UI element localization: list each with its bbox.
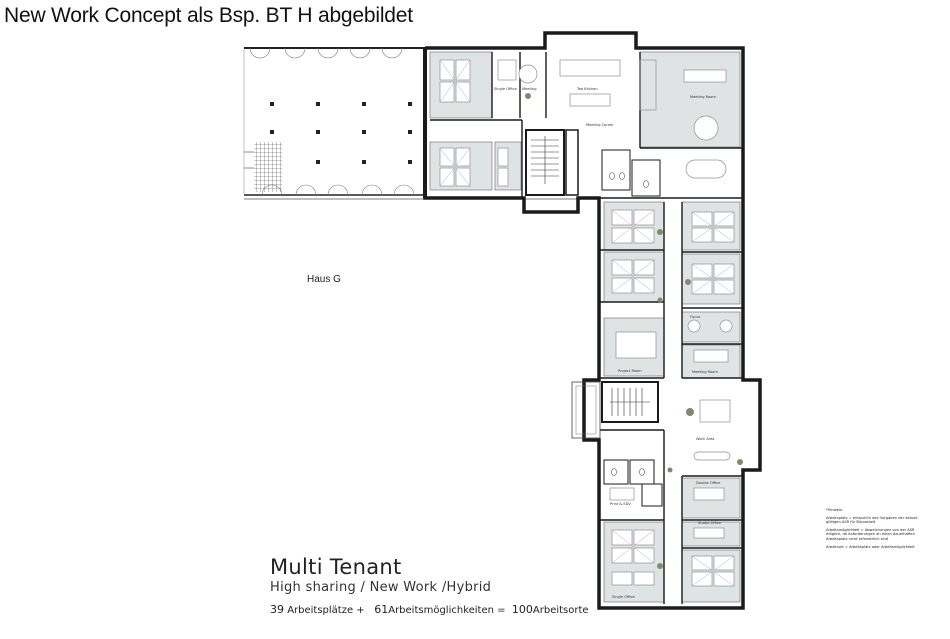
caption-block: Multi Tenant High sharing / New Work /Hy… <box>270 555 589 616</box>
label-meeting-room: Meeting Room <box>690 95 716 99</box>
footnote-heading: *Hinweis: <box>826 508 844 512</box>
label-work-area: Work Area <box>696 437 715 441</box>
label-double-office: Double Office <box>696 481 721 485</box>
footnote-item: Arbeitsplatz = entspricht den Vorgaben d… <box>826 515 918 525</box>
options-count: 61 <box>374 603 389 616</box>
workplaces-label: Arbeitsplätze + <box>287 605 365 616</box>
stair-core-upper <box>525 129 579 196</box>
wc-blocks <box>601 149 663 507</box>
interior-walls <box>430 52 743 604</box>
caption-title: Multi Tenant <box>270 555 402 579</box>
haus-g-wing <box>243 47 600 200</box>
label-studio-office: Studio Office <box>698 521 722 525</box>
workplaces-count: 39 <box>270 603 284 616</box>
label-project-room: Project Room <box>618 369 642 373</box>
label-focus: Focus <box>690 315 700 319</box>
furniture <box>439 59 735 587</box>
options-label: Arbeitsmöglichkeiten = <box>388 605 506 616</box>
total-count: 100 <box>511 603 533 616</box>
label-single-office-2: Single Office <box>612 595 635 599</box>
building-label: Haus G <box>307 274 341 285</box>
label-print-edv: Print & EDV <box>610 502 631 506</box>
total-label: Arbeitsorte <box>532 605 589 616</box>
footnote-item: Arbeitsort = Arbeitsplatz oder Arbeitsmö… <box>826 544 915 549</box>
label-meeting: Meeting <box>522 87 537 91</box>
footnote-block: *Hinweis: Arbeitsplatz = entspricht den … <box>826 508 918 552</box>
footnote-item: Arbeitsmöglichkeit = Abweichungen von de… <box>826 527 915 541</box>
label-tea-kitchen: Tea Kitchen <box>576 87 598 91</box>
caption-stats: 39 Arbeitsplätze + 61Arbeitsmöglichkeite… <box>270 603 589 616</box>
label-meeting-room-2: Meeting Room <box>692 370 718 374</box>
room-labels: Single Office Meeting Tea Kitchen Meetin… <box>494 87 722 599</box>
stair-core-lower <box>571 381 659 439</box>
label-meeting-corner: Meeting Corner <box>586 123 614 127</box>
label-single-office: Single Office <box>494 87 517 91</box>
building-h-outline <box>423 31 762 610</box>
plants <box>525 93 743 569</box>
caption-subtitle: High sharing / New Work /Hybrid <box>270 580 492 595</box>
page-title: New Work Concept als Bsp. BT H abgebilde… <box>4 4 413 27</box>
